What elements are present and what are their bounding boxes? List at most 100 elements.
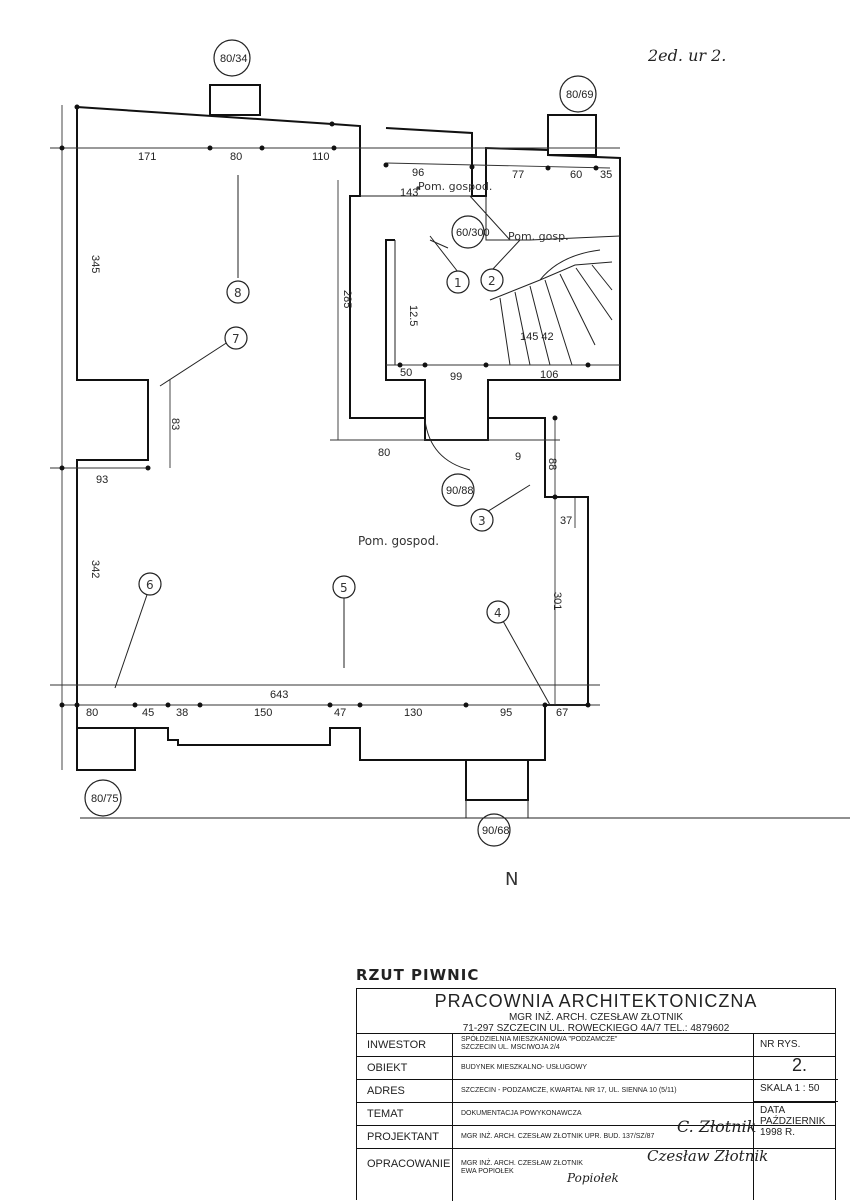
dim-label: 99 [450, 371, 462, 383]
dim-label: 96 [412, 167, 424, 179]
dim-label: 47 [334, 707, 346, 719]
scale-value: SKALA 1 : 50 [760, 1083, 820, 1094]
firm-address: 71-297 SZCZECIN UL. ROWECKIEGO 4A/7 TEL.… [462, 1023, 730, 1034]
dim-label: 50 [400, 367, 412, 379]
dim-label: 110 [312, 151, 330, 163]
room-label: Pom. gospod. [358, 534, 439, 548]
dim-label: 106 [540, 369, 558, 381]
row-label: OBIEKT [357, 1056, 453, 1079]
firm-name: PRACOWNIA ARCHITEKTONICZNA [434, 991, 758, 1011]
date-year: 1998 R. [760, 1127, 796, 1138]
nr-value: 2. [792, 1055, 808, 1075]
row-value: BUDYNEK MIESZKALNO- USŁUGOWY [461, 1064, 588, 1071]
window-label: 80/75 [91, 793, 119, 805]
window-well-bottom-left [76, 727, 136, 771]
dim-label: 345 [89, 255, 101, 273]
dimension-lines [50, 105, 620, 770]
row-value: SPÓŁDZIELNIA MIESZKANIOWA "PODZAMCZE" [461, 1036, 618, 1043]
dim-label: 95 [500, 707, 512, 719]
dim-label: 342 [89, 560, 101, 578]
dim-label: 301 [551, 592, 563, 610]
dim-label: 80 [230, 151, 242, 163]
nr-label: NR RYS. [760, 1039, 801, 1050]
signature-projektant: C. Złotnik [677, 1117, 757, 1136]
window-label: 90/88 [446, 485, 474, 497]
marker-label: 5 [340, 581, 348, 595]
dim-label: 145 42 [520, 331, 554, 343]
floor-plan: 171 80 110 96 77 60 35 345 342 285 93 80… [50, 39, 850, 890]
staircase [489, 249, 613, 366]
marker-label: 4 [494, 606, 502, 620]
row-obiekt: OBIEKT BUDYNEK MIESZKALNO- USŁUGOWY [357, 1056, 835, 1080]
date-label: DATA [760, 1105, 786, 1116]
marker-label: 7 [232, 332, 240, 346]
marker-label: 2 [488, 274, 496, 288]
row-label: OPRACOWANIE [357, 1148, 453, 1201]
marker-label: 6 [146, 578, 154, 592]
row-label: PROJEKTANT [357, 1125, 453, 1148]
door-swing [424, 195, 511, 471]
divider [754, 1079, 838, 1080]
marker-label: 8 [234, 286, 242, 300]
dim-label: 35 [600, 169, 612, 181]
row-opracowanie: OPRACOWANIE MGR INŻ. ARCH. CZESŁAW ZŁOTN… [357, 1148, 835, 1201]
row-label: TEMAT [357, 1102, 453, 1125]
title-block: PRACOWNIA ARCHITEKTONICZNA MGR INŻ. ARCH… [356, 988, 838, 1201]
dim-label: 150 [254, 707, 272, 719]
numbered-markers: 1 2 3 4 5 6 7 8 [138, 268, 510, 624]
signature-opracowanie: Czesław Złotnik [647, 1147, 769, 1165]
row-projektant: PROJEKTANT MGR INŻ. ARCH. CZESŁAW ZŁOTNI… [357, 1125, 835, 1149]
marker-label: 1 [454, 276, 462, 290]
window-mark [451, 215, 485, 249]
marker-arrows [114, 175, 551, 706]
dimension-dots [59, 104, 599, 708]
row-label: INWESTOR [357, 1033, 453, 1056]
row-value: MGR INŻ. ARCH. CZESŁAW ZŁOTNIK [461, 1160, 583, 1167]
row-label: ADRES [357, 1079, 453, 1102]
row-temat: TEMAT DOKUMENTACJA POWYKONAWCZA [357, 1102, 835, 1126]
dim-label: 83 [169, 418, 181, 430]
dim-label: 143 [400, 187, 418, 199]
window-mark [213, 39, 251, 77]
dim-label: 9 [515, 451, 521, 463]
dim-label: 171 [138, 151, 156, 163]
dim-label: 77 [512, 169, 524, 181]
sheet-title: RZUT PIWNIC [356, 966, 480, 984]
right-column: NR RYS. 2. SKALA 1 : 50 DATA PAŹDZIERNIK… [753, 1033, 838, 1200]
wall-outline [76, 105, 589, 771]
dim-label: 130 [404, 707, 422, 719]
firm-header: PRACOWNIA ARCHITEKTONICZNA MGR INŻ. ARCH… [357, 989, 835, 1034]
row-adres: ADRES SZCZECIN - PODZAMCZE, KWARTAŁ NR 1… [357, 1079, 835, 1103]
dim-label: 60 [570, 169, 582, 181]
window-well-top-right [547, 114, 597, 156]
window-label: 90/68 [482, 825, 510, 837]
dim-label: 88 [546, 458, 558, 470]
window-label: 60/300 [456, 227, 490, 239]
row-value: SZCZECIN - PODZAMCZE, KWARTAŁ NR 17, UL.… [461, 1087, 677, 1094]
window-mark [477, 813, 511, 847]
entrance-bottom [465, 759, 529, 801]
marker-label: 3 [478, 514, 486, 528]
row-value: SZCZECIN UL. MSCIWOJA 2/4 [461, 1044, 560, 1051]
divider [754, 1101, 838, 1102]
firm-owner: MGR INŻ. ARCH. CZESŁAW ZŁOTNIK [508, 1012, 684, 1023]
window-label: 80/34 [220, 53, 248, 65]
dim-label: 93 [96, 474, 108, 486]
window-well-top-left [209, 84, 261, 116]
row-inwestor: INWESTOR SPÓŁDZIELNIA MIESZKANIOWA "PODZ… [357, 1033, 835, 1057]
signature-popiolek: Popiołek [567, 1171, 619, 1185]
north-label: N [505, 869, 518, 890]
window-label: 80/69 [566, 89, 594, 101]
room-label: Pom. gosp. [508, 230, 569, 243]
dim-label: 80 [86, 707, 98, 719]
dim-label: 12.5 [407, 305, 419, 326]
date-month: PAŹDZIERNIK [760, 1116, 826, 1127]
dim-label: 45 [142, 707, 154, 719]
dim-label: 38 [176, 707, 188, 719]
corner-note: 2ed. ur 2. [648, 46, 727, 65]
dim-label: 67 [556, 707, 568, 719]
row-value: EWA POPIOŁEK [461, 1168, 514, 1175]
dim-label: 37 [560, 515, 572, 527]
row-value: MGR INŻ. ARCH. CZESŁAW ZŁOTNIK UPR. BUD.… [461, 1133, 655, 1140]
room-label: Pom. gospod. [418, 180, 492, 193]
